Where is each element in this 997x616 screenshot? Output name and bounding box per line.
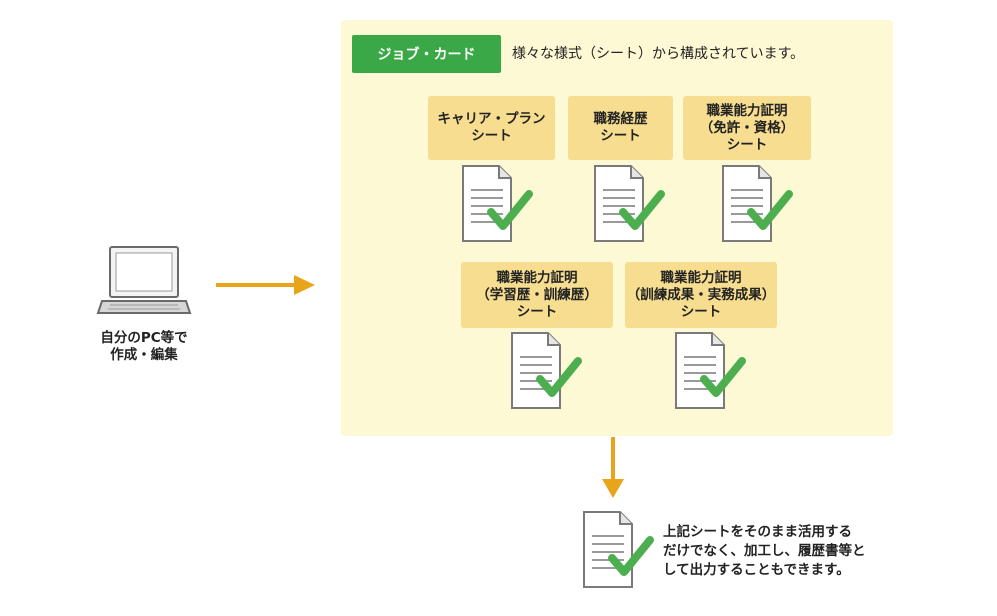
arrow-right-icon xyxy=(216,275,315,295)
job-card-badge: ジョブ・カード xyxy=(352,35,501,73)
document-check-icon xyxy=(511,332,582,409)
document-check-icon xyxy=(583,511,654,588)
document-check-icon xyxy=(675,332,746,409)
sheet-label-career-plan: キャリア・プラン シート xyxy=(428,96,555,160)
sheet-label-work-history: 職務経歴 シート xyxy=(568,96,673,160)
headline-text: 様々な様式（シート）から構成されています。 xyxy=(512,46,805,62)
laptop-icon xyxy=(96,246,192,314)
sheet-label-license: 職業能力証明 （免許・資格） シート xyxy=(683,96,811,160)
output-note: 上記シートをそのまま活用する だけでなく、加工し、履歴書等と して出力することも… xyxy=(663,524,866,578)
document-check-icon xyxy=(462,165,533,242)
arrow-down-icon xyxy=(602,437,624,498)
document-check-icon xyxy=(722,165,793,242)
document-check-icon xyxy=(594,165,665,242)
sheet-label-education: 職業能力証明 （学習歴・訓練歴） シート xyxy=(461,262,613,328)
sheet-label-results: 職業能力証明 （訓練成果・実務成果） シート xyxy=(625,262,777,328)
pc-caption: 自分のPC等で 作成・編集 xyxy=(100,330,188,363)
